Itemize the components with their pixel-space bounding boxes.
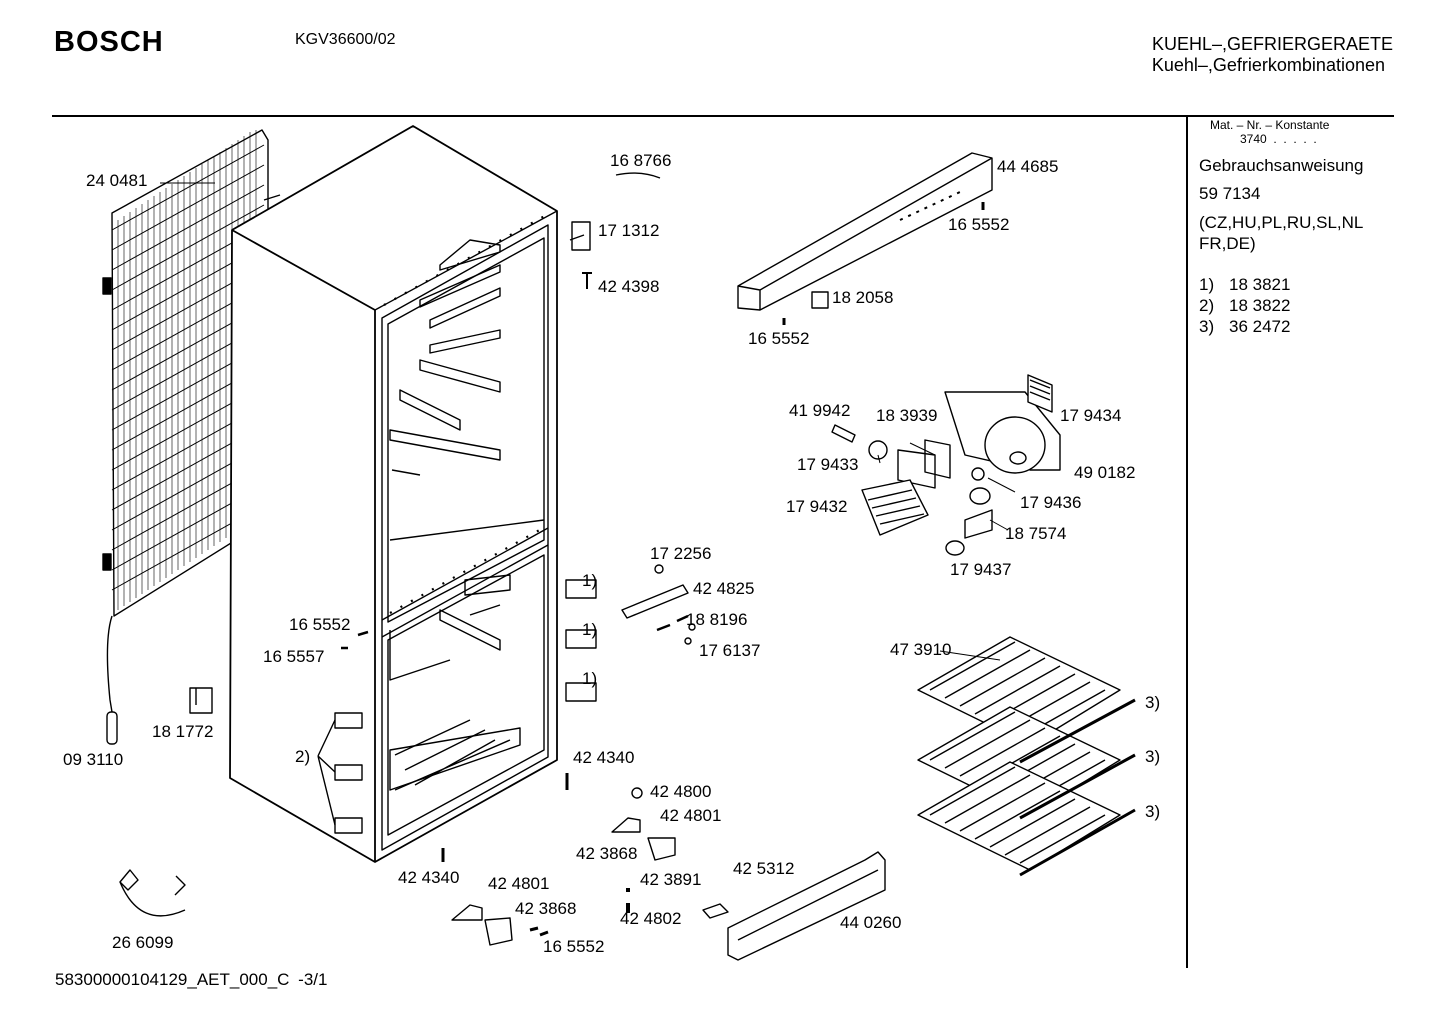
part-label-424340a[interactable]: 42 4340 [573,748,635,767]
footnote-item: 1)18 3821 [1199,275,1291,294]
screw-424398 [582,272,592,289]
clip-181772 [189,687,213,714]
mat-nr-value: 3740 . . . . . [1240,132,1317,146]
cover-423868b [484,917,513,946]
part-label-179437[interactable]: 17 9437 [950,560,1012,579]
lamp-holder [831,424,856,443]
door-bin-brackets [317,712,363,834]
model-number: KGV36600/02 [295,31,396,48]
foot-bracket-424801b [451,904,483,921]
clip-182058 [811,291,829,309]
part-label-181772[interactable]: 18 1772 [152,722,214,741]
part-label-165557[interactable]: 16 5557 [263,647,325,666]
footnote-list: 1)18 3821 2)18 3822 3)36 2472 [1199,274,1394,337]
hinge-bar [621,584,689,619]
document-footer: 58300000104129_AET_000_C -3/1 [55,970,327,990]
sensor-wire [615,172,661,179]
door-hinge-1b [565,629,597,649]
part-label-266099[interactable]: 26 6099 [112,933,174,952]
fan-assembly [831,374,1061,556]
part-label-490182[interactable]: 49 0182 [1074,463,1136,482]
part-label-423868b[interactable]: 42 3868 [515,899,577,918]
footnote-item: 3)36 2472 [1199,317,1291,336]
part-label-183939[interactable]: 18 3939 [876,406,938,425]
part-label-425312[interactable]: 42 5312 [733,859,795,878]
part-label-171312[interactable]: 17 1312 [598,221,660,240]
part-label-165552a[interactable]: 16 5552 [948,215,1010,234]
part-label-424802[interactable]: 42 4802 [620,909,682,928]
callout-3: 3) [1145,747,1161,766]
side-panel: Mat. – Nr. – Konstante 3740 . . . . . Ge… [1199,118,1394,337]
part-label-188196[interactable]: 18 8196 [686,610,748,629]
power-cord [119,869,186,917]
part-label-168766[interactable]: 16 8766 [610,151,672,170]
hinge-top [569,221,591,251]
document-id: 58300000104129_AET_000_C [55,970,290,989]
side-panel-divider [1186,116,1188,968]
callout-3: 3) [1145,802,1161,821]
part-label-440260[interactable]: 44 0260 [840,913,902,932]
part-label-419942[interactable]: 41 9942 [789,401,851,420]
callout-1: 1) [582,620,598,639]
part-label-424801b[interactable]: 42 4801 [488,874,550,893]
part-label-179433[interactable]: 17 9433 [797,455,859,474]
screws-165552-165557 [341,630,369,650]
part-label-424825[interactable]: 42 4825 [693,579,755,598]
part-label-424801a[interactable]: 42 4801 [660,806,722,825]
brand-logo: BOSCH [54,26,164,58]
part-label-179434[interactable]: 17 9434 [1060,406,1122,425]
category-subtitle: Kuehl–,Gefrierkombinationen [1151,55,1385,75]
callout-3: 3) [1145,693,1161,712]
foot-424800 [631,787,643,799]
manual-languages: (CZ,HU,PL,RU,SL,NL FR,DE) [1199,213,1363,253]
part-label-165552c[interactable]: 16 5552 [289,615,351,634]
category-title: KUEHL–,GEFRIERGERAETE [1151,34,1393,54]
part-label-176137[interactable]: 17 6137 [699,641,761,660]
part-label-423868a[interactable]: 42 3868 [576,844,638,863]
part-label-165552b[interactable]: 16 5552 [748,329,810,348]
footnote-item: 2)18 3822 [1199,296,1291,315]
part-label-093110[interactable]: 09 3110 [63,750,124,769]
callout-2: 2) [295,747,311,766]
part-label-473910[interactable]: 47 3910 [890,640,952,659]
part-label-423891[interactable]: 42 3891 [640,870,702,889]
manual-label: Gebrauchsanweisung [1199,156,1364,175]
manual-number: 59 7134 [1199,184,1261,203]
evaporator-shelves [917,636,1136,877]
exploded-view-diagram [102,125,1136,961]
part-label-240481[interactable]: 24 0481 [86,171,148,190]
part-label-179436[interactable]: 17 9436 [1020,493,1082,512]
callout-1: 1) [582,571,598,590]
leader-lines [160,182,1016,661]
part-label-424398[interactable]: 42 4398 [598,277,660,296]
pad-425312 [702,903,729,919]
fridge-cabinet [229,125,558,863]
door-hinge-1c [565,682,597,702]
screws-165552d [529,926,549,937]
control-panel [737,152,993,311]
part-label-187574[interactable]: 18 7574 [1005,524,1067,543]
part-label-424800[interactable]: 42 4800 [650,782,712,801]
part-label-172256[interactable]: 17 2256 [650,544,712,563]
page-number: -3/1 [298,970,328,989]
part-label-424340b[interactable]: 42 4340 [398,868,460,887]
foot-bracket-424801a [611,817,641,833]
part-label-182058[interactable]: 18 2058 [832,288,894,307]
mat-nr-label: Mat. – Nr. – Konstante [1210,118,1330,132]
header-divider [52,115,1394,117]
callout-1: 1) [582,669,598,688]
washer-172256 [654,564,664,574]
part-label-165552d[interactable]: 16 5552 [543,937,605,956]
part-label-179432[interactable]: 17 9432 [786,497,848,516]
door-hinge-1a [565,579,597,599]
cover-423868a [647,837,676,861]
part-label-444685[interactable]: 44 4685 [997,157,1059,176]
